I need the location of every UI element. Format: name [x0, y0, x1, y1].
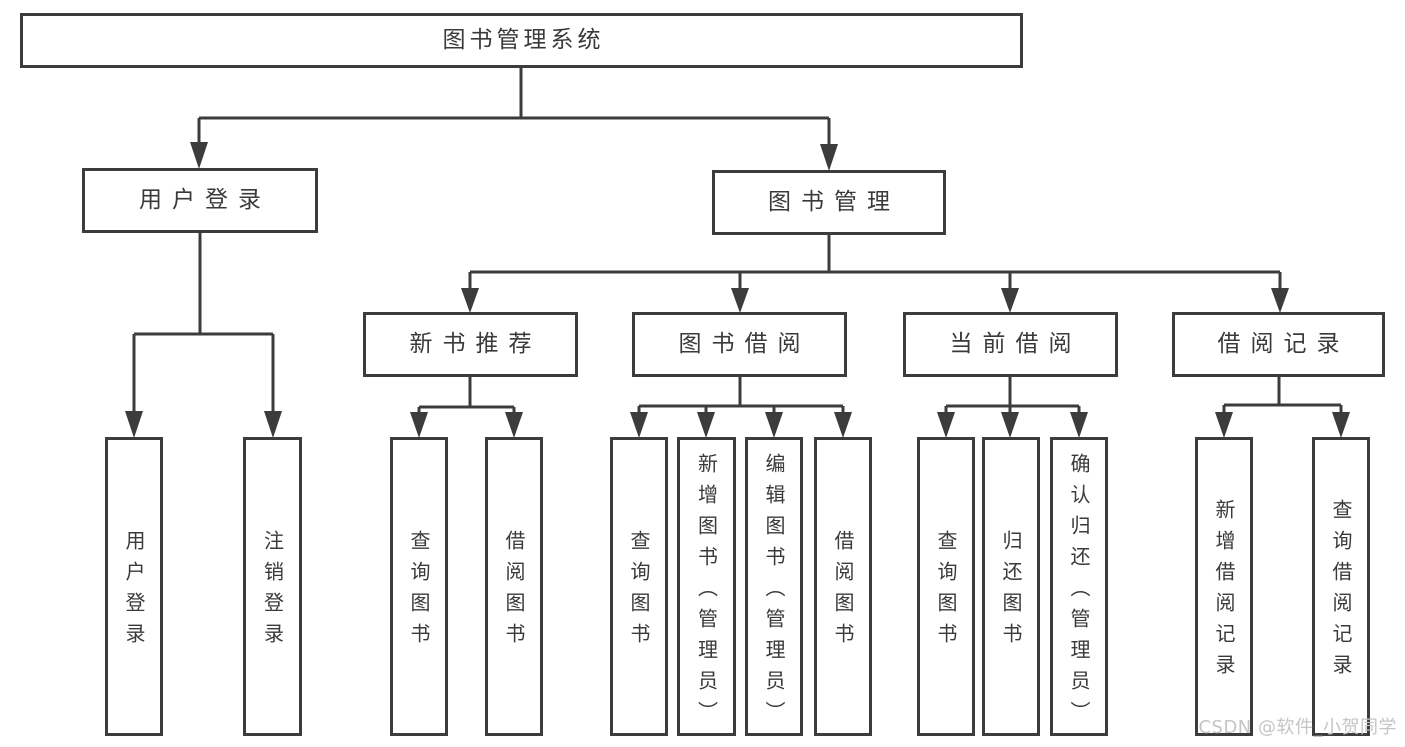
leaf-logout: 注销登录 [243, 437, 302, 736]
leaf-query-books-current: 查询图书 [917, 437, 975, 736]
leaf-borrow-books: 借阅图书 [814, 437, 872, 736]
node-current-borrow-label: 当前借阅 [949, 331, 1082, 357]
node-new-book-recommend: 新书推荐 [363, 312, 578, 377]
leaf-return-books-label: 归还图书 [999, 530, 1023, 654]
leaf-query-books-borrow-label: 查询图书 [627, 530, 651, 654]
node-book-borrow-label: 图书借阅 [678, 331, 811, 357]
node-book-management: 图书管理 [712, 170, 946, 235]
leaf-query-books-borrow: 查询图书 [610, 437, 668, 736]
leaf-add-borrow-record: 新增借阅记录 [1195, 437, 1253, 736]
leaf-user-login-label: 用户登录 [122, 530, 146, 654]
leaf-add-books-admin: 新增图书（管理员） [677, 437, 736, 736]
node-borrow-records: 借阅记录 [1172, 312, 1385, 377]
leaf-query-books-current-label: 查询图书 [934, 530, 958, 654]
leaf-edit-books-admin: 编辑图书（管理员） [745, 437, 803, 736]
leaf-query-borrow-record: 查询借阅记录 [1312, 437, 1370, 736]
node-new-book-recommend-label: 新书推荐 [409, 331, 542, 357]
leaf-add-borrow-record-label: 新增借阅记录 [1212, 499, 1236, 685]
leaf-confirm-return-admin: 确认归还（管理员） [1050, 437, 1108, 736]
leaf-add-books-admin-label: 新增图书（管理员） [694, 452, 719, 732]
node-book-management-label: 图书管理 [768, 189, 900, 215]
leaf-edit-books-admin-label: 编辑图书（管理员） [762, 452, 786, 732]
node-borrow-records-label: 借阅记录 [1217, 331, 1350, 357]
leaf-query-books-recommend-label: 查询图书 [407, 530, 431, 654]
leaf-confirm-return-admin-label: 确认归还（管理员） [1067, 452, 1091, 732]
leaf-logout-label: 注销登录 [260, 530, 285, 654]
leaf-borrow-books-recommend: 借阅图书 [485, 437, 543, 736]
leaf-query-borrow-record-label: 查询借阅记录 [1329, 499, 1353, 685]
leaf-borrow-books-recommend-label: 借阅图书 [502, 530, 526, 654]
leaf-borrow-books-label: 借阅图书 [831, 530, 855, 654]
leaf-user-login: 用户登录 [105, 437, 163, 736]
node-root: 图书管理系统 [20, 13, 1023, 68]
watermark: CSDN @软件_小贺同学 [1198, 717, 1397, 738]
leaf-return-books: 归还图书 [982, 437, 1040, 736]
node-current-borrow: 当前借阅 [903, 312, 1118, 377]
leaf-query-books-recommend: 查询图书 [390, 437, 448, 736]
node-user-login-label: 用户登录 [139, 187, 271, 213]
node-user-login: 用户登录 [82, 168, 318, 233]
node-book-borrow: 图书借阅 [632, 312, 847, 377]
node-root-label: 图书管理系统 [442, 27, 605, 53]
